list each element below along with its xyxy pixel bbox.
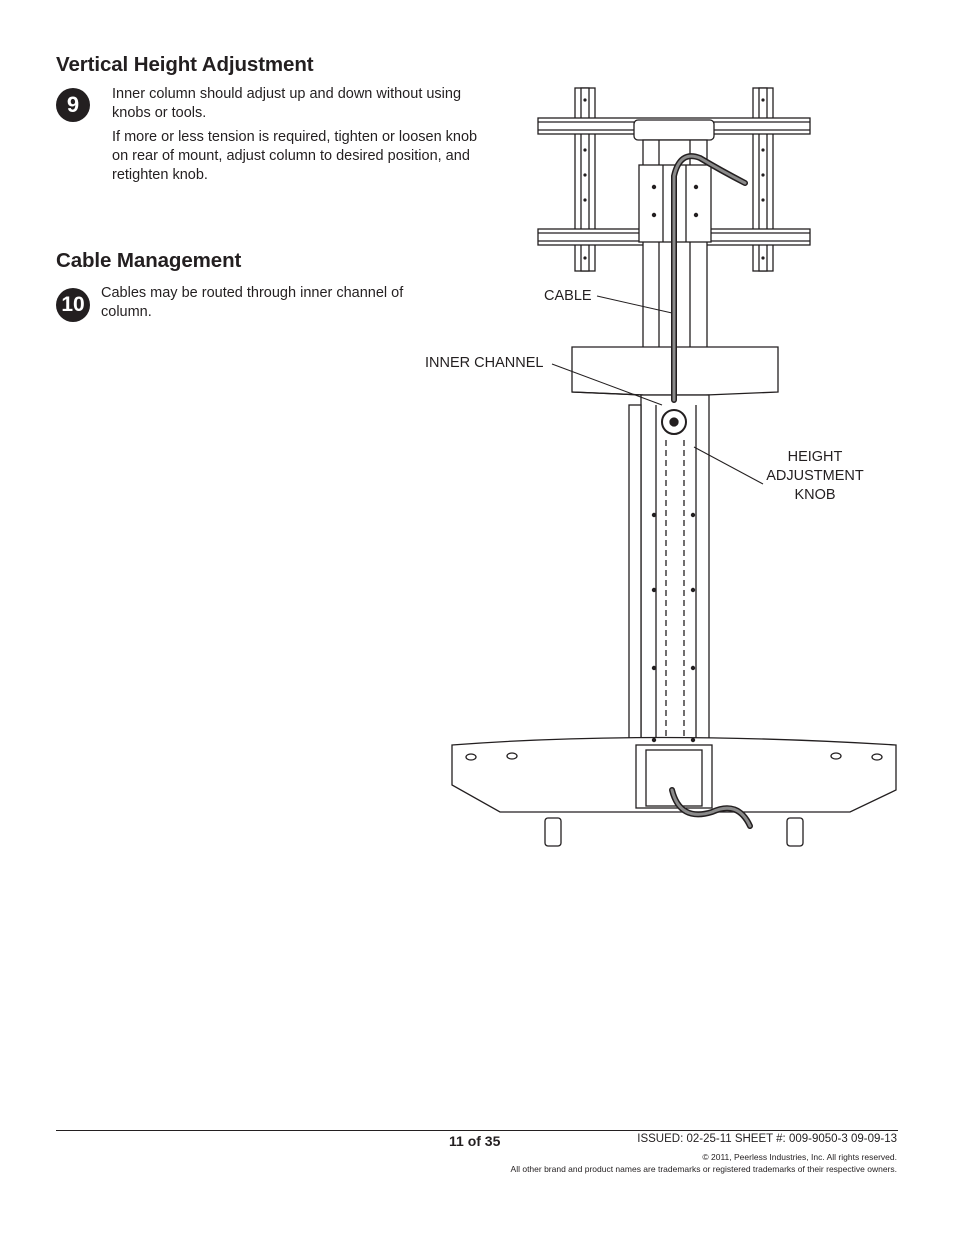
caster-right <box>786 817 804 847</box>
vertical-paragraph-1: Inner column should adjust up and down w… <box>112 86 462 121</box>
callout-knob-line1: HEIGHT <box>787 449 843 465</box>
caster-left <box>544 817 562 847</box>
vertical-paragraph-2: If more or less tension is required, tig… <box>112 129 478 183</box>
column-top-cap <box>633 119 715 141</box>
callout-inner-channel: INNER CHANNEL <box>425 355 544 371</box>
footer-rule <box>56 1130 898 1131</box>
trademark-text: All other brand and product names are tr… <box>510 1164 897 1174</box>
section-title-cable: Cable Management <box>56 249 242 272</box>
issued-info: ISSUED: 02-25-11 SHEET #: 009-9050-3 09-… <box>637 1133 897 1145</box>
callout-knob-line2: ADJUSTMENT <box>766 468 864 484</box>
section-title-vertical: Vertical Height Adjustment <box>56 53 314 76</box>
outer-column <box>640 394 710 796</box>
cable-paragraph-1: Cables may be routed through inner chann… <box>101 285 404 320</box>
callout-height-adjustment-knob: HEIGHT ADJUSTMENT KNOB <box>764 448 866 505</box>
step-badge-9: 9 <box>56 88 90 122</box>
callout-knob-line3: KNOB <box>794 487 836 503</box>
callout-cable: CABLE <box>544 288 592 304</box>
page-number: 11 of 35 <box>449 1133 501 1149</box>
copyright-text: © 2011, Peerless Industries, Inc. All ri… <box>702 1152 897 1162</box>
step-badge-10: 10 <box>56 288 90 322</box>
